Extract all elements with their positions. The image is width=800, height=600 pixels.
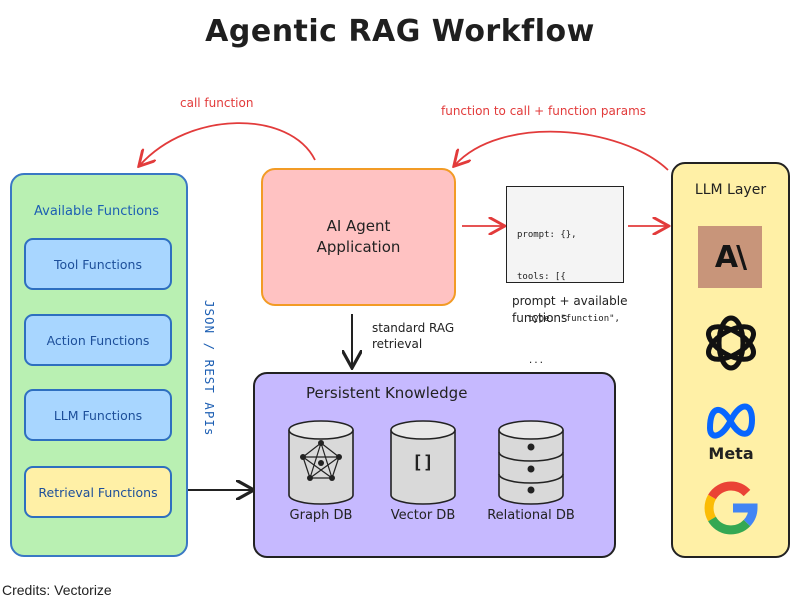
tool-functions-box: Tool Functions — [24, 238, 172, 290]
standard-rag-label: standard RAG retrieval — [372, 321, 455, 351]
call-function-label: call function — [180, 96, 254, 110]
openai-logo — [706, 315, 756, 371]
diagram-title: Agentic RAG Workflow — [205, 14, 595, 49]
call-function-arrow — [140, 122, 316, 165]
code-line: type: "function", — [517, 314, 620, 324]
ai-agent-application-box: AI Agent Application — [261, 168, 456, 306]
credits: Credits: Vectorize — [2, 582, 112, 598]
retrieval-functions-box: Retrieval Functions — [24, 466, 172, 518]
available-functions-title: Available Functions — [34, 204, 160, 219]
code-line: prompt: {}, — [517, 230, 577, 240]
vector-db-label: Vector DB — [390, 508, 456, 523]
code-line: ... — [517, 356, 545, 366]
llm-functions-box: LLM Functions — [24, 389, 172, 441]
vector-icon — [390, 420, 456, 505]
prompt-code-box: prompt: {}, tools: [{ type: "function", … — [506, 186, 624, 408]
database-stack-icon — [498, 420, 564, 505]
json-rest-apis-label: JSON / REST APIs — [202, 300, 217, 437]
meta-label: Meta — [708, 444, 754, 463]
graph-icon — [288, 420, 354, 505]
code-line: tools: [{ — [517, 272, 566, 282]
meta-logo — [707, 403, 755, 439]
graph-db-label: Graph DB — [289, 508, 353, 523]
agent-label-line2: Application — [316, 238, 401, 256]
persistent-knowledge-title: Persistent Knowledge — [306, 384, 468, 402]
relational-db-label: Relational DB — [487, 508, 575, 523]
agent-label-line1: AI Agent — [326, 217, 391, 235]
anthropic-logo: A\ — [698, 226, 762, 288]
function-to-call-arrow — [455, 130, 669, 171]
action-functions-box: Action Functions — [24, 314, 172, 366]
function-to-call-label: function to call + function params — [441, 104, 647, 118]
llm-layer-title: LLM Layer — [694, 182, 767, 198]
google-logo — [704, 481, 758, 535]
vector-db-glyph: [] — [412, 452, 434, 473]
prompt-caption: prompt + available functions — [512, 294, 628, 325]
